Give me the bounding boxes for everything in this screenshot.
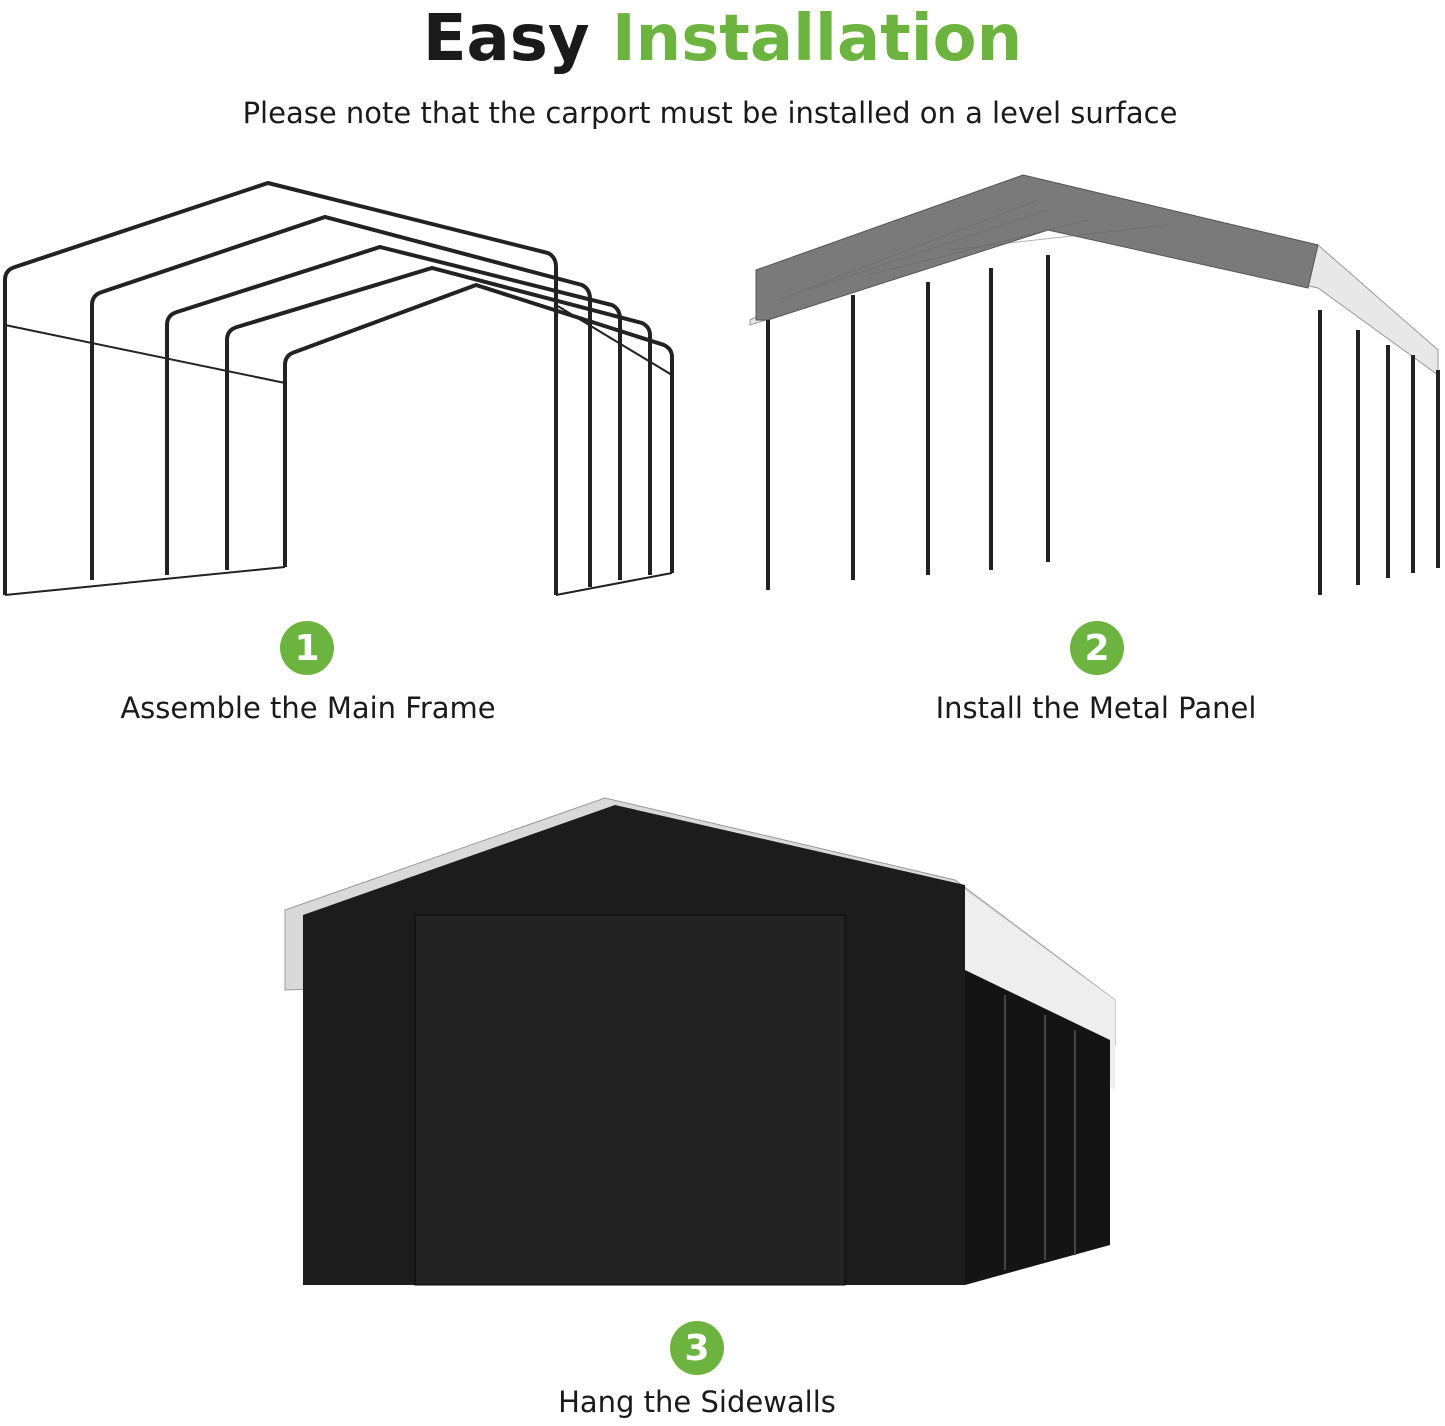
title-part-easy: Easy: [422, 2, 590, 76]
step-3-badge: 3: [670, 1321, 724, 1375]
title-part-installation: Installation: [611, 2, 1023, 76]
subtitle: Please note that the carport must be ins…: [242, 96, 1178, 130]
page-title: Easy Installation: [0, 2, 1445, 76]
main-frame-illustration: [2, 180, 674, 596]
step-2-badge: 2: [1070, 621, 1124, 675]
step-2-label: Install the Metal Panel: [935, 691, 1257, 725]
step-3-label: Hang the Sidewalls: [558, 1385, 836, 1419]
metal-panel-illustration: [749, 174, 1440, 595]
sidewalls-illustration: [284, 797, 1116, 1286]
step-1-badge: 1: [280, 621, 334, 675]
step-1-label: Assemble the Main Frame: [120, 691, 496, 725]
